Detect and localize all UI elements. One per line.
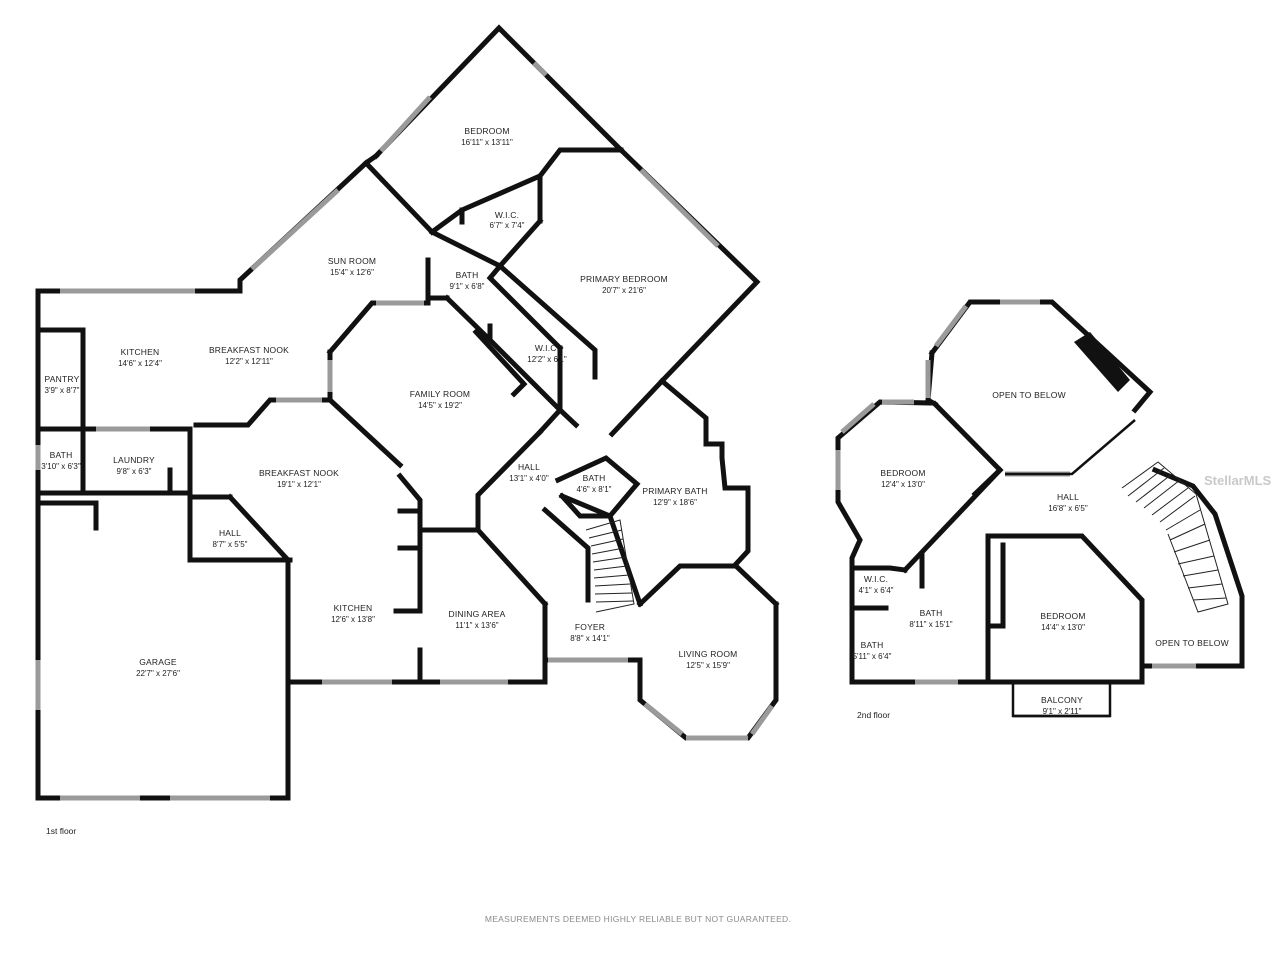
watermark-logo: StellarMLS xyxy=(1204,473,1272,488)
room-dims: 11'1" x 13'6" xyxy=(455,621,498,630)
room-dims: 12'5" x 15'9" xyxy=(686,661,730,670)
room-name: OPEN TO BELOW xyxy=(1155,638,1229,648)
room-name: W.I.C. xyxy=(535,343,559,353)
disclaimer-text: MEASUREMENTS DEEMED HIGHLY RELIABLE BUT … xyxy=(485,914,791,924)
room-dims: 9'1" x 2'11" xyxy=(1043,707,1082,716)
room-dims: 14'5" x 19'2" xyxy=(418,401,462,410)
first-floor-stairs xyxy=(585,519,635,613)
room-dims: 12'9" x 18'6" xyxy=(653,498,697,507)
first-floor-labels: BEDROOM 16'11" x 13'11" W.I.C. 6'7" x 7'… xyxy=(41,126,737,836)
room-name: OPEN TO BELOW xyxy=(992,390,1066,400)
room-name: BATH xyxy=(583,473,606,483)
room-dims: 12'6" x 13'8" xyxy=(331,615,375,624)
room-dims: 3'10" x 6'3" xyxy=(41,462,81,471)
first-floor-walls xyxy=(35,24,780,801)
room-name: BEDROOM xyxy=(464,126,509,136)
room-dims: 6'7" x 7'4" xyxy=(490,221,525,230)
room-dims: 19'1" x 12'1" xyxy=(277,480,321,489)
room-name: BATH xyxy=(920,608,943,618)
room-dims: 14'6" x 12'4" xyxy=(118,359,162,368)
room-dims: 15'4" x 12'6" xyxy=(330,268,374,277)
room-dims: 9'8" x 6'3" xyxy=(117,467,152,476)
room-dims: 12'2" x 12'11" xyxy=(225,357,273,366)
hall-railing xyxy=(1005,419,1136,476)
floor-label-second: 2nd floor xyxy=(857,710,890,720)
room-name: SUN ROOM xyxy=(328,256,376,266)
second-floor-labels: OPEN TO BELOW BEDROOM 12'4" x 13'0" HALL… xyxy=(853,390,1229,720)
room-name: BEDROOM xyxy=(1040,611,1085,621)
room-name: FOYER xyxy=(575,622,605,632)
room-name: PRIMARY BEDROOM xyxy=(580,274,668,284)
room-name: KITCHEN xyxy=(334,603,373,613)
room-name: BREAKFAST NOOK xyxy=(209,345,289,355)
room-name: HALL xyxy=(219,528,241,538)
room-name: BALCONY xyxy=(1041,695,1083,705)
room-dims: 8'7" x 5'5" xyxy=(213,540,248,549)
room-dims: 5'11" x 6'4" xyxy=(853,652,892,661)
room-dims: 20'7" x 21'6" xyxy=(602,286,646,295)
room-dims: 16'11" x 13'11" xyxy=(461,138,513,147)
room-dims: 12'4" x 13'0" xyxy=(881,480,925,489)
room-name: PANTRY xyxy=(45,374,80,384)
room-name: W.I.C. xyxy=(864,574,888,584)
room-dims: 16'8" x 6'5" xyxy=(1048,504,1088,513)
fireplace-block xyxy=(1074,332,1130,392)
room-dims: 9'1" x 6'8" xyxy=(450,282,485,291)
room-dims: 8'11" x 15'1" xyxy=(909,620,952,629)
room-dims: 3'9" x 8'7" xyxy=(45,386,80,395)
room-name: LIVING ROOM xyxy=(679,649,738,659)
room-dims: 4'1" x 6'4" xyxy=(859,586,894,595)
room-dims: 13'1" x 4'0" xyxy=(509,474,549,483)
floor-label-first: 1st floor xyxy=(46,826,76,836)
room-name: LAUNDRY xyxy=(113,455,155,465)
room-name: PRIMARY BATH xyxy=(642,486,707,496)
room-name: KITCHEN xyxy=(121,347,160,357)
room-dims: 8'8" x 14'1" xyxy=(570,634,610,643)
room-name: BATH xyxy=(861,640,884,650)
room-dims: 22'7" x 27'6" xyxy=(136,669,180,678)
room-name: DINING AREA xyxy=(449,609,506,619)
second-floor-walls xyxy=(835,299,1245,718)
room-name: HALL xyxy=(1057,492,1079,502)
room-name: BREAKFAST NOOK xyxy=(259,468,339,478)
room-name: BATH xyxy=(50,450,73,460)
room-name: BEDROOM xyxy=(880,468,925,478)
first-floor-windows xyxy=(35,61,775,801)
room-dims: 12'2" x 6'1" xyxy=(527,355,567,364)
room-name: BATH xyxy=(456,270,479,280)
room-name: FAMILY ROOM xyxy=(410,389,470,399)
room-name: GARAGE xyxy=(139,657,177,667)
room-dims: 14'4" x 13'0" xyxy=(1041,623,1085,632)
room-dims: 4'6" x 8'1" xyxy=(577,485,612,494)
second-floor-stairs xyxy=(1121,461,1229,613)
room-name: W.I.C. xyxy=(495,210,519,220)
room-name: HALL xyxy=(518,462,540,472)
